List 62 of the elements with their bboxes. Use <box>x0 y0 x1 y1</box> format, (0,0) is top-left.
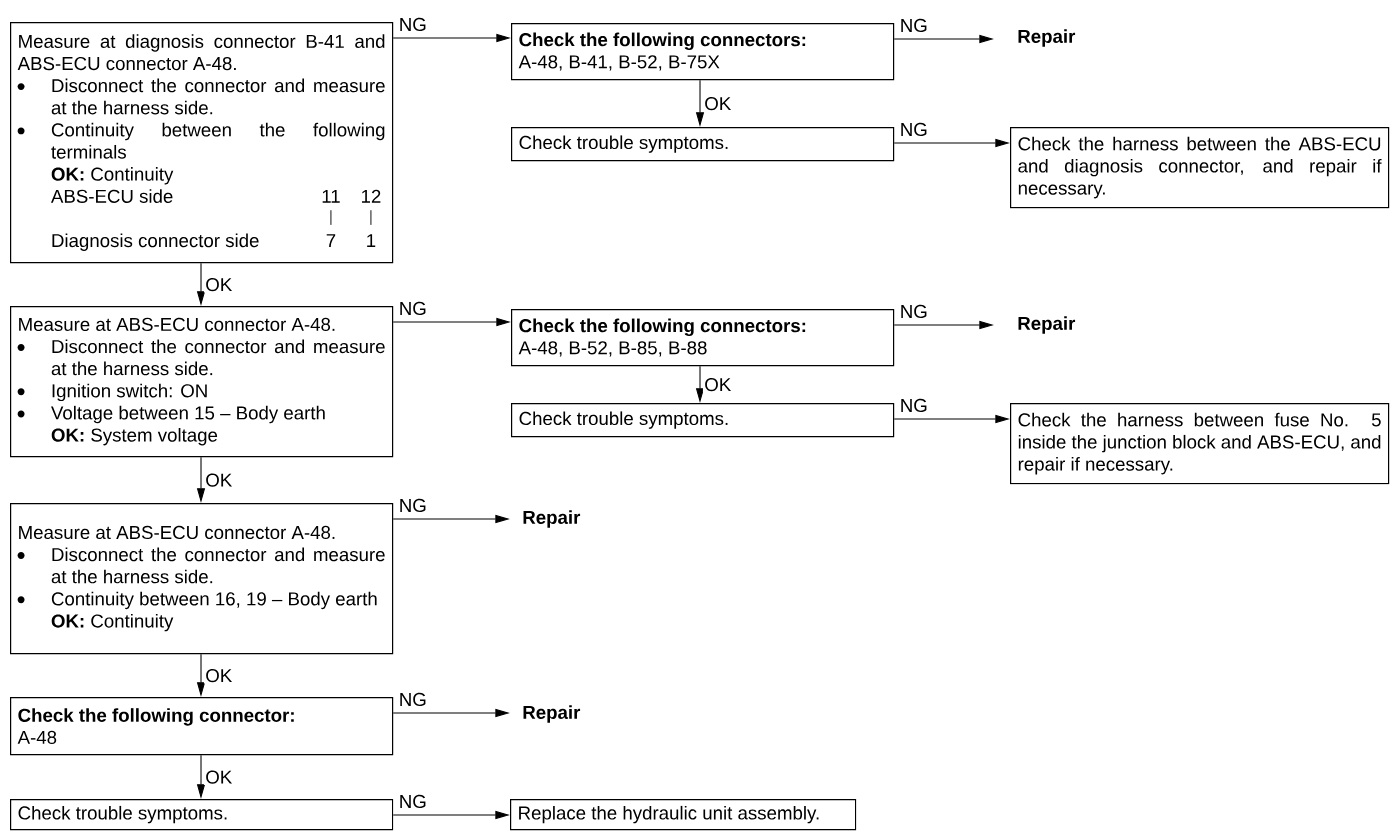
result-text: OK: System voltage <box>51 428 218 446</box>
process-box <box>10 306 394 458</box>
edge-label: OK <box>705 96 732 111</box>
pin-number: 7 <box>326 234 336 247</box>
edge-label: NG <box>901 304 927 319</box>
edge-label: OK <box>206 770 233 784</box>
pin-number: 1 <box>367 234 376 247</box>
process-box <box>10 22 394 264</box>
side-label: Diagnosis connector side <box>52 233 259 251</box>
process-box <box>511 309 895 367</box>
process-box <box>511 127 895 162</box>
process-box <box>1010 127 1390 209</box>
heading-text: Check the following connectors: <box>519 318 806 337</box>
bullet-item: Ignition switch: ON <box>17 383 207 402</box>
process-box <box>1010 403 1390 485</box>
edge-label: OK <box>705 377 732 392</box>
process-box <box>511 403 895 438</box>
process-box <box>10 503 394 655</box>
heading-text: Check the following connector: <box>18 708 294 726</box>
edge-label: NG <box>901 122 927 137</box>
body-text: Check trouble symptoms. <box>519 135 728 153</box>
bullet-item: Voltage between 15 – Body earth <box>17 405 325 424</box>
action-text: Repair <box>523 705 581 723</box>
bullet-item: Continuity between 16, 19 – Body earth <box>17 591 377 610</box>
bullet-item: Continuity between the following terminals <box>17 122 385 159</box>
pin-number: 12 <box>362 189 381 203</box>
edge-label: OK <box>206 473 233 487</box>
pin-number: 11 <box>322 189 340 203</box>
body-text: Check the harness between the ABS-ECU and diagnosis connector, and repair if necessary. <box>1018 136 1382 199</box>
body-text: Replace the hydraulic unit assembly. <box>519 805 819 824</box>
edge-label: NG <box>400 498 426 513</box>
body-text: Measure at ABS-ECU connector A-48. <box>19 525 335 540</box>
edge-label: NG <box>901 398 927 413</box>
result-text: OK: Continuity <box>51 167 174 185</box>
action-text: Repair <box>523 510 581 528</box>
body-text: Check trouble symptoms. <box>519 411 728 429</box>
side-label: ABS-ECU side <box>51 189 173 203</box>
process-box <box>10 697 394 756</box>
process-box <box>10 799 394 831</box>
edge-label: OK <box>206 668 233 683</box>
body-text: A-48 <box>17 730 57 744</box>
process-box <box>511 23 895 81</box>
result-text: OK: Continuity <box>51 613 174 632</box>
action-text: Repair <box>1018 316 1076 334</box>
edge-label: NG <box>400 301 426 316</box>
heading-text: Check the following connectors: <box>519 32 806 51</box>
process-box <box>510 799 857 831</box>
edge-label: NG <box>901 18 927 33</box>
bullet-item: Disconnect the connector and measure at the harness side. <box>17 78 385 115</box>
action-text: Repair <box>1018 29 1076 47</box>
edge-label: NG <box>400 794 426 809</box>
body-text: A-48, B-41, B-52, B-75X <box>518 55 720 71</box>
body-text: Check the harness between fuse No. 5 inside the junction block and ABS-ECU, and repair if necessary. <box>1018 412 1381 475</box>
body-text: Measure at ABS-ECU connector A-48. <box>19 317 335 332</box>
bullet-item: Disconnect the connector and measure at the harness side. <box>17 339 385 376</box>
body-text: Check trouble symptoms. <box>18 805 227 824</box>
body-text: Measure at diagnosis connector B-41 and ABS-ECU connector A-48. <box>17 34 385 71</box>
body-text: A-48, B-52, B-85, B-88 <box>518 341 707 357</box>
edge-label: NG <box>400 692 426 707</box>
edge-label: NG <box>400 17 426 32</box>
edge-label: OK <box>206 277 233 292</box>
bullet-item: Disconnect the connector and measure at the harness side. <box>17 547 385 584</box>
